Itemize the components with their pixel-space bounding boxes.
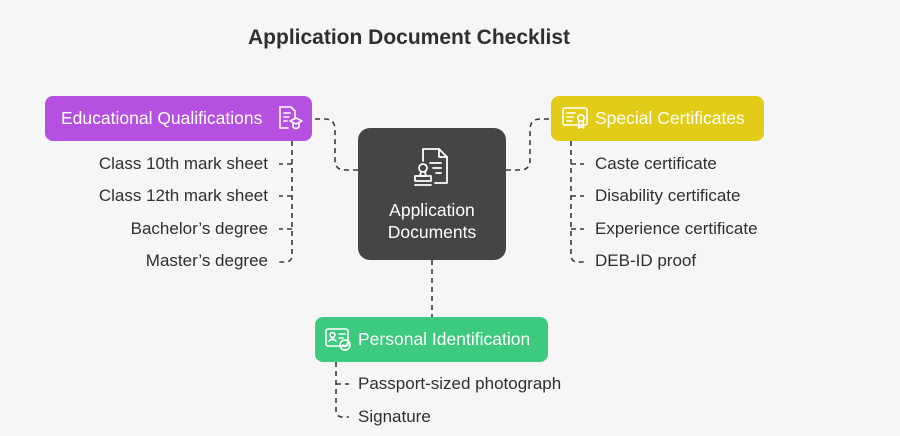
- center-label-line-1: Application: [389, 200, 475, 220]
- personal-identification-node: Personal Identification: [315, 317, 548, 362]
- special-spine: [570, 141, 584, 263]
- page-title: Application Document Checklist: [248, 26, 571, 49]
- special-item-3: Experience certificate: [595, 219, 758, 238]
- personal-item-2: Signature: [358, 407, 431, 426]
- educational-qualifications-node: Educational Qualifications: [45, 96, 312, 141]
- educational-item-2: Class 12th mark sheet: [98, 186, 268, 205]
- personal-spine: [335, 362, 349, 418]
- personal-identification-label: Personal Identification: [358, 329, 531, 349]
- application-documents-node: Application Documents: [358, 128, 506, 260]
- personal-item-1: Passport-sized photograph: [358, 374, 562, 393]
- special-certificates-label: Special Certificates: [595, 108, 745, 128]
- connector-center-special: [506, 118, 551, 171]
- special-item-4: DEB-ID proof: [595, 251, 697, 270]
- id-card-check-icon: [325, 328, 351, 351]
- application-documents-label: Application Documents: [388, 199, 477, 243]
- educational-spine: [279, 141, 293, 263]
- center-label-line-2: Documents: [387, 222, 477, 242]
- graduate-document-icon: [279, 106, 303, 130]
- special-item-2: Disability certificate: [595, 186, 741, 205]
- educational-qualifications-label: Educational Qualifications: [61, 108, 263, 128]
- educational-item-3: Bachelor’s degree: [130, 219, 268, 238]
- document-stamp-icon: [414, 148, 448, 186]
- certificate-icon: [562, 107, 588, 129]
- special-certificates-node: Special Certificates: [551, 96, 764, 141]
- special-item-1: Caste certificate: [595, 154, 717, 173]
- connector-center-educational: [312, 118, 358, 171]
- educational-item-1: Class 10th mark sheet: [98, 154, 268, 173]
- educational-item-4: Master’s degree: [145, 251, 268, 270]
